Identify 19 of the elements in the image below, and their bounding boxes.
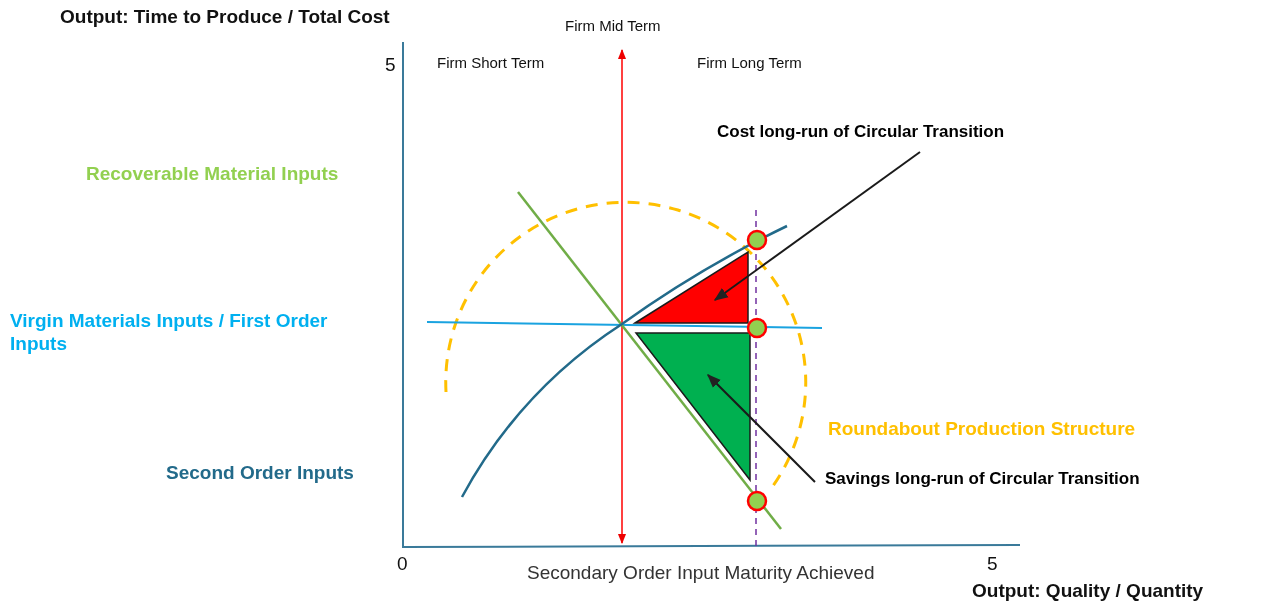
triangle-area [632, 250, 749, 324]
axis-title: Output: Quality / Quantity [972, 580, 1204, 603]
line-label: Roundabout Production Structure [828, 418, 1136, 441]
tick-label: 5 [385, 54, 396, 77]
axis-label: Secondary Order Input Maturity Achieved [527, 562, 875, 585]
term-label: Firm Short Term [437, 54, 545, 72]
triangle-area [634, 332, 751, 483]
axis-title: Output: Time to Produce / Total Cost [60, 6, 390, 29]
line-label: Recoverable Material Inputs [86, 163, 339, 186]
callout-text: Savings long-run of Circular Transition [825, 469, 1140, 490]
term-label: Firm Long Term [697, 54, 802, 72]
leader-arrow [713, 151, 921, 301]
line-label: Second Order Inputs [166, 462, 354, 485]
callout-text: Cost long-run of Circular Transition [717, 122, 1005, 143]
tick-label: 0 [397, 553, 408, 576]
line-label: Virgin Materials Inputs / First Order Inputs [10, 310, 329, 356]
leader-arrow [707, 374, 816, 483]
tick-label: 5 [987, 553, 998, 576]
term-label: Firm Mid Term [565, 17, 661, 35]
